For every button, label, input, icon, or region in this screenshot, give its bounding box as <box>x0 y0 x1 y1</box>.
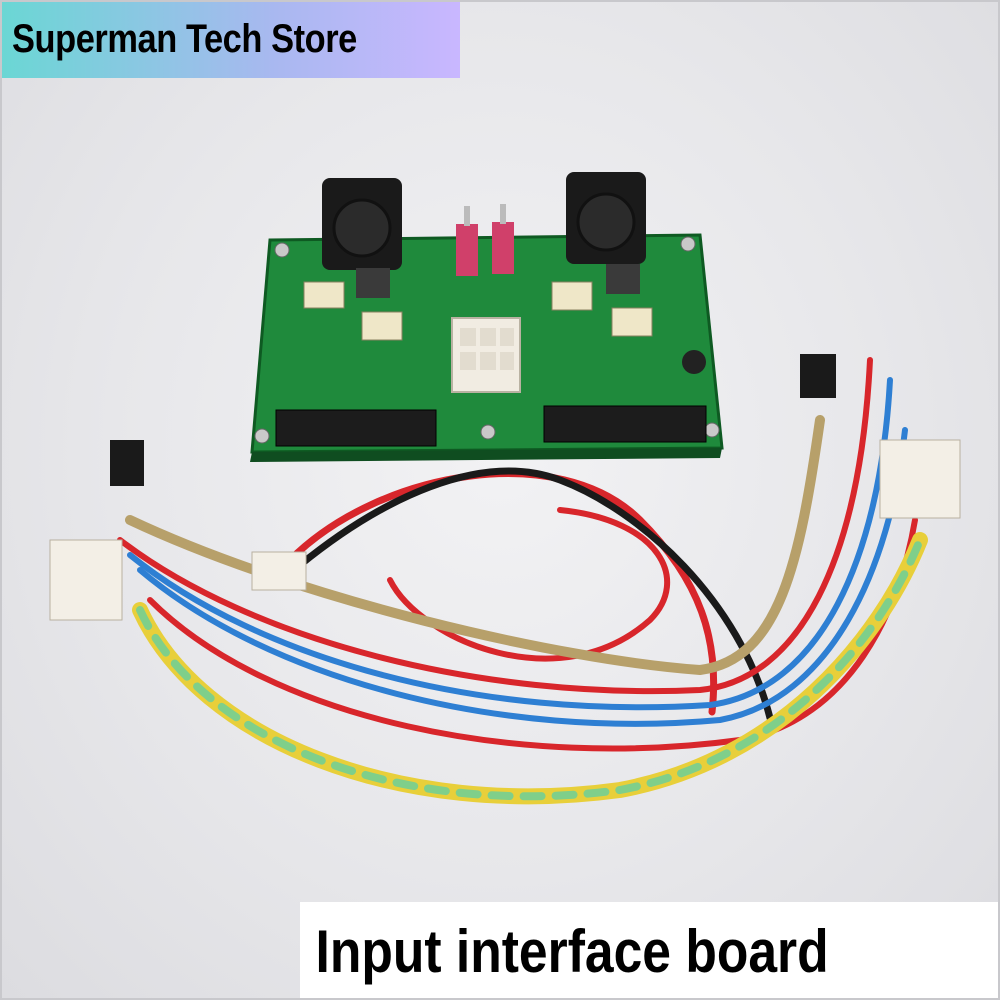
mount-hole-icon <box>274 242 290 258</box>
cable-connector-right <box>879 439 961 519</box>
caption-bar: Input interface board <box>300 902 1000 1000</box>
capacitor <box>682 350 706 374</box>
cable-connector-left <box>49 539 123 621</box>
pcb-board <box>250 172 724 462</box>
switch-left <box>456 224 478 276</box>
product-caption: Input interface board <box>315 917 829 985</box>
cable-connector-small <box>251 551 307 591</box>
mount-hole-icon <box>680 236 696 252</box>
header-connector-left <box>275 409 437 447</box>
mount-hole-icon <box>704 422 720 438</box>
header-connector-right <box>543 405 707 443</box>
cable-harness <box>117 357 928 805</box>
store-label: Superman Tech Store <box>12 16 357 61</box>
switch-right <box>492 222 514 274</box>
store-banner: Superman Tech Store <box>0 0 460 78</box>
mount-hole-icon <box>480 424 496 440</box>
ribbon-connector-right <box>800 354 836 398</box>
mount-hole-icon <box>254 428 270 444</box>
ribbon-connector-left <box>110 440 144 486</box>
